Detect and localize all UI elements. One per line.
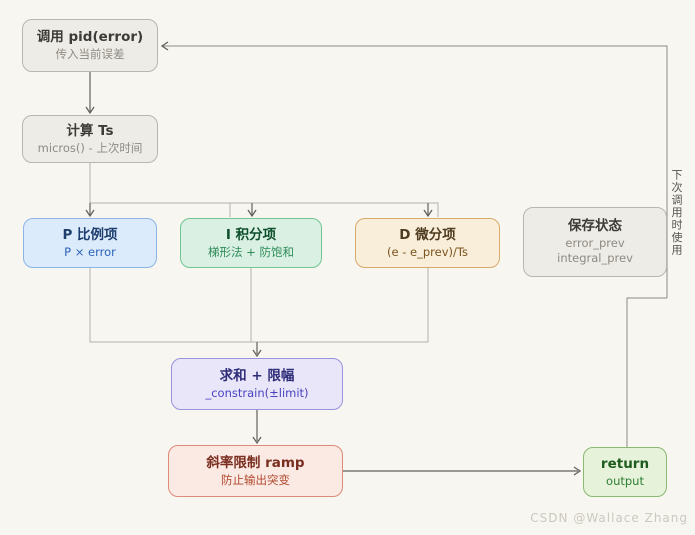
node-subtitle: error_prev: [565, 236, 625, 251]
arrowhead-right-icon: [573, 466, 582, 476]
arrowhead-down-icon: [252, 349, 262, 358]
node-title: D 微分项: [399, 226, 456, 243]
node-title: return: [600, 455, 650, 472]
node-p-term: P 比例项 P × error: [23, 218, 157, 268]
arrowhead-down-icon: [423, 209, 433, 218]
node-subtitle: 防止输出突变: [221, 472, 290, 487]
node-subtitle: integral_prev: [557, 251, 633, 266]
edge-feedback-loop: [163, 45, 668, 298]
node-title: P 比例项: [62, 226, 118, 243]
edge-ts-branch: [89, 163, 439, 217]
arrowhead-down-icon: [247, 209, 257, 218]
node-title: 保存状态: [568, 218, 622, 235]
node-return-output: return output: [583, 447, 667, 497]
node-ramp-limit: 斜率限制 ramp 防止输出突变: [168, 445, 343, 497]
node-save-state: 保存状态 error_prev integral_prev: [523, 207, 667, 277]
node-subtitle: 传入当前误差: [55, 47, 125, 62]
node-d-term: D 微分项 (e - e_prev)/Ts: [355, 218, 500, 268]
node-call-pid: 调用 pid(error) 传入当前误差: [22, 19, 158, 72]
node-title: 求和 + 限幅: [219, 367, 295, 384]
arrowhead-down-icon: [85, 106, 95, 115]
node-title: I 积分项: [225, 226, 277, 243]
arrowhead-down-icon: [252, 436, 262, 445]
node-subtitle: output: [606, 473, 644, 488]
node-title: 计算 Ts: [66, 122, 114, 139]
node-subtitle: micros() - 上次时间: [37, 140, 143, 155]
node-subtitle: P × error: [64, 244, 116, 259]
feedback-edge-label: 下次调用时使用: [670, 169, 683, 257]
node-sum-constrain: 求和 + 限幅 _constrain(±limit): [171, 358, 343, 410]
edge-save-return: [626, 297, 667, 447]
edge-converge: [89, 268, 429, 343]
node-title: 斜率限制 ramp: [206, 454, 305, 471]
watermark: CSDN @Wallace Zhang: [530, 511, 688, 525]
arrowhead-left-icon: [160, 41, 169, 51]
node-subtitle: _constrain(±limit): [205, 385, 309, 400]
node-subtitle: (e - e_prev)/Ts: [387, 244, 468, 259]
node-subtitle: 梯形法 + 防饱和: [208, 244, 294, 259]
node-title: 调用 pid(error): [36, 29, 144, 46]
node-compute-ts: 计算 Ts micros() - 上次时间: [22, 115, 158, 163]
arrowhead-down-icon: [85, 209, 95, 218]
node-i-term: I 积分项 梯形法 + 防饱和: [180, 218, 322, 268]
